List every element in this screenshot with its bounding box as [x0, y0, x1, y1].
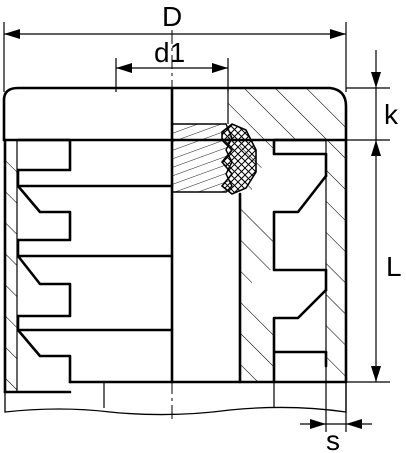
label-k: k — [384, 99, 399, 130]
label-L: L — [386, 251, 402, 282]
label-d1: d1 — [154, 37, 185, 68]
left-fins — [16, 138, 72, 384]
part-outline — [2, 30, 348, 420]
nut-section — [220, 123, 257, 195]
cap-section-right — [228, 88, 346, 140]
left-fin-slopes — [16, 168, 174, 332]
right-wall-section — [326, 140, 346, 382]
cap-outline — [2, 86, 348, 142]
right-fins — [272, 138, 328, 384]
dimension-lines — [3, 22, 390, 432]
core-section-right — [240, 140, 274, 382]
label-s: s — [326, 425, 340, 453]
section-hatching — [5, 88, 346, 392]
break-line — [4, 382, 347, 416]
left-wall-section — [5, 140, 17, 392]
label-D: D — [162, 1, 182, 32]
